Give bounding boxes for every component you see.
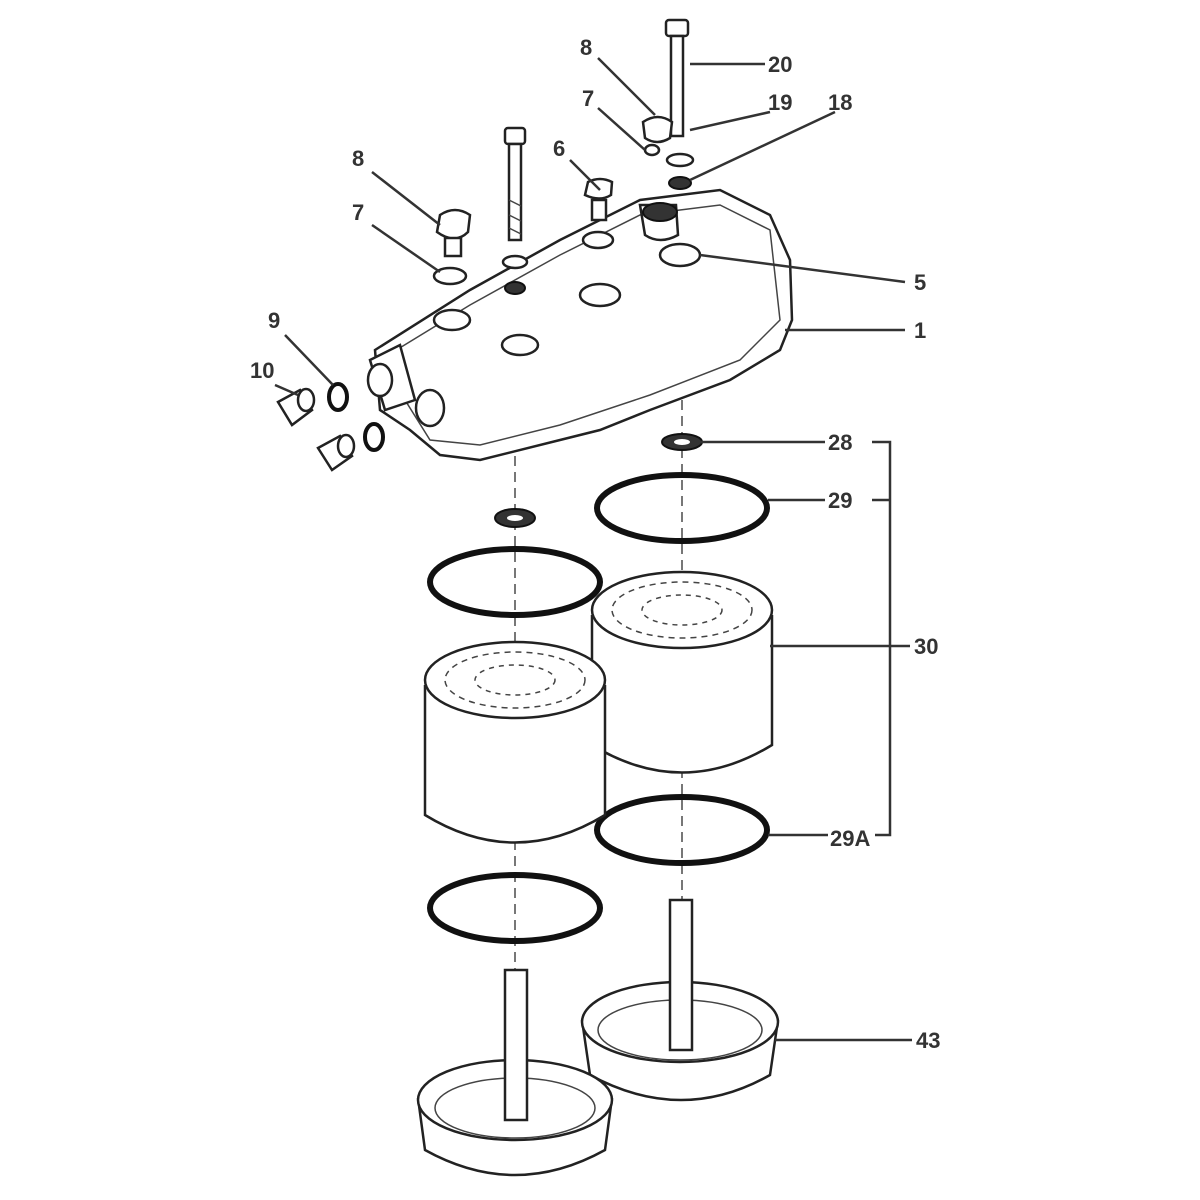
callout-29: 29 — [828, 488, 852, 513]
callout-8-left: 8 — [352, 146, 364, 171]
bowl-left — [416, 968, 614, 1177]
leader-lines — [274, 57, 912, 1042]
callout-10: 10 — [250, 358, 274, 383]
callout-20: 20 — [768, 52, 792, 77]
callout-18: 18 — [828, 90, 852, 115]
seal-left — [494, 508, 536, 528]
callout-8-top: 8 — [580, 35, 592, 60]
filter-head-housing — [366, 188, 794, 462]
bowl-43 — [580, 898, 780, 1102]
callout-9: 9 — [268, 308, 280, 333]
bolt-long-right — [664, 18, 690, 138]
filter-element-left — [423, 640, 607, 844]
callout-5: 5 — [914, 270, 926, 295]
o-ring-29 — [594, 472, 770, 544]
o-ring-left-lower — [427, 872, 603, 944]
callout-28: 28 — [828, 430, 852, 455]
callout-19: 19 — [768, 90, 792, 115]
seal-28 — [661, 433, 703, 451]
callout-7-top: 7 — [582, 86, 594, 111]
callout-7-left: 7 — [352, 200, 364, 225]
filter-element-right — [590, 570, 774, 774]
callout-labels: 20 8 19 7 18 6 8 7 5 1 9 10 28 29 30 29A… — [250, 35, 940, 1053]
callout-6: 6 — [553, 136, 565, 161]
bolt-long-left — [503, 126, 527, 242]
callout-43: 43 — [916, 1028, 940, 1053]
o-ring-left-upper — [427, 546, 603, 618]
callout-29A: 29A — [830, 826, 870, 851]
callout-30: 30 — [914, 634, 938, 659]
washers-and-seals — [432, 143, 695, 295]
o-ring-29A — [594, 794, 770, 866]
callout-1: 1 — [914, 318, 926, 343]
